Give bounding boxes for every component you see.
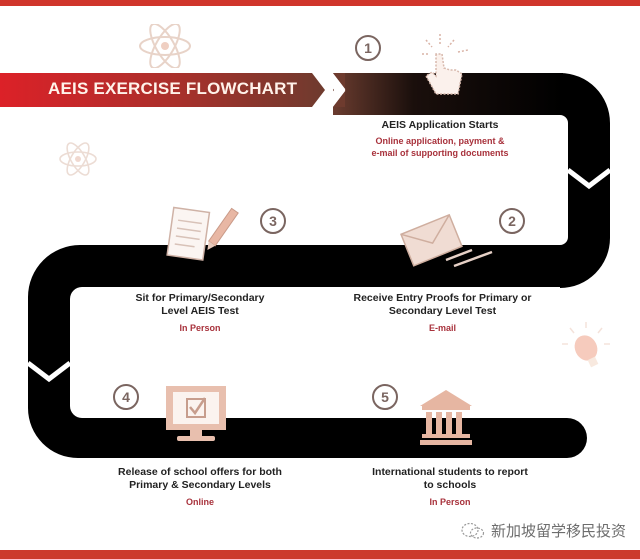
step-2-number: 2	[499, 208, 525, 234]
step-5-title-line1: International students to report	[372, 466, 528, 478]
step-2-subtitle: E-mail	[428, 323, 456, 333]
envelope-icon	[400, 213, 493, 268]
step-2-title-line2: Secondary Level Test	[388, 305, 497, 317]
atom-icon	[139, 24, 191, 68]
flowchart-title: AEIS EXERCISE FLOWCHART	[48, 79, 298, 98]
step-1-number: 1	[355, 35, 381, 61]
step-3-subtitle: In Person	[179, 323, 221, 333]
step-4-text: Release of school offers for both Primar…	[95, 466, 305, 508]
step-1-title: AEIS Application Starts	[381, 119, 499, 131]
step-5-number: 5	[372, 384, 398, 410]
wechat-logo-icon	[461, 522, 485, 539]
bottom-accent-bar	[0, 550, 640, 559]
step-5-text: International students to report to scho…	[345, 466, 555, 508]
watermark-text: 新加坡留学移民投资	[490, 523, 626, 540]
step-4-number: 4	[113, 384, 139, 410]
step-4-title-line2: Primary & Secondary Levels	[129, 479, 271, 491]
step-1-subtitle-line2: e-mail of supporting documents	[371, 148, 509, 158]
step-4-title-line1: Release of school offers for both	[118, 466, 282, 478]
paper-pencil-icon	[166, 206, 239, 261]
step-3-title-line2: Level AEIS Test	[161, 305, 239, 317]
step-3-text: Sit for Primary/Secondary Level AEIS Tes…	[100, 292, 300, 334]
step-3-title-line1: Sit for Primary/Secondary	[135, 292, 265, 304]
watermark: 新加坡留学移民投资	[461, 520, 626, 541]
school-building-icon	[420, 390, 472, 445]
step-1-subtitle-line1: Online application, payment &	[375, 136, 505, 146]
step-5-title-line2: to schools	[423, 479, 477, 491]
step-1-text: AEIS Application Starts Online applicati…	[360, 119, 520, 159]
step-3-number: 3	[260, 208, 286, 234]
top-accent-bar	[0, 0, 640, 6]
step-2-text: Receive Entry Proofs for Primary or Seco…	[330, 292, 555, 334]
step-2-title-line1: Receive Entry Proofs for Primary or	[353, 292, 532, 304]
monitor-check-icon	[166, 386, 226, 441]
step-5-subtitle: In Person	[429, 497, 471, 507]
atom-icon	[59, 142, 97, 176]
step-4-subtitle: Online	[185, 497, 214, 507]
hand-pointer-icon	[422, 34, 469, 95]
light-bulb-icon	[562, 322, 610, 368]
